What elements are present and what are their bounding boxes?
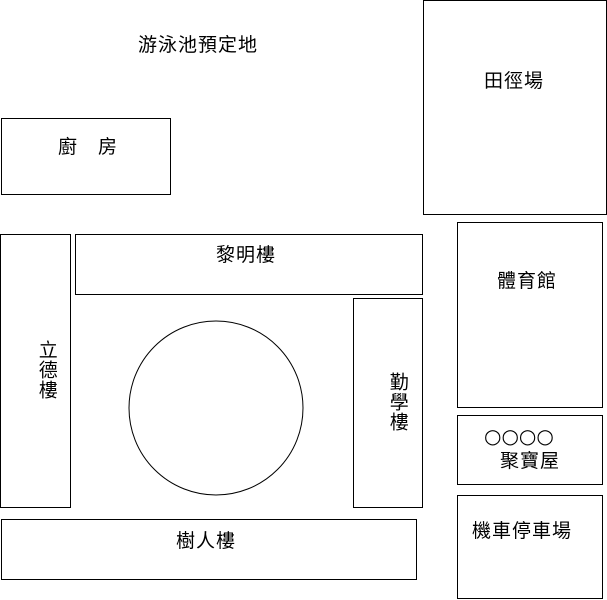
central-roundabout — [128, 320, 304, 496]
shuren-building-label: 樹人樓 — [176, 530, 237, 552]
gym-building — [457, 222, 603, 408]
track-field-area — [423, 0, 607, 215]
store-label: 聚寶屋 — [500, 450, 561, 472]
liming-building-label: 黎明樓 — [216, 244, 277, 266]
track-field-label: 田徑場 — [484, 70, 545, 92]
store-marks: ○○○○ — [484, 424, 554, 448]
lide-building — [0, 234, 71, 508]
shuren-building — [1, 519, 417, 580]
pool-site-label: 游泳池預定地 — [138, 34, 259, 56]
gym-label: 體育館 — [497, 270, 558, 292]
liming-building — [75, 234, 423, 295]
motorcycle-parking-area — [457, 495, 603, 599]
lide-building-label: 立德樓 — [35, 340, 58, 400]
qinxue-building-label: 勤學樓 — [386, 372, 409, 432]
kitchen-building — [1, 118, 171, 195]
motorcycle-parking-label: 機車停車場 — [472, 520, 573, 542]
kitchen-label: 廚 房 — [58, 136, 119, 158]
qinxue-building — [353, 298, 423, 508]
store-building — [457, 415, 603, 485]
